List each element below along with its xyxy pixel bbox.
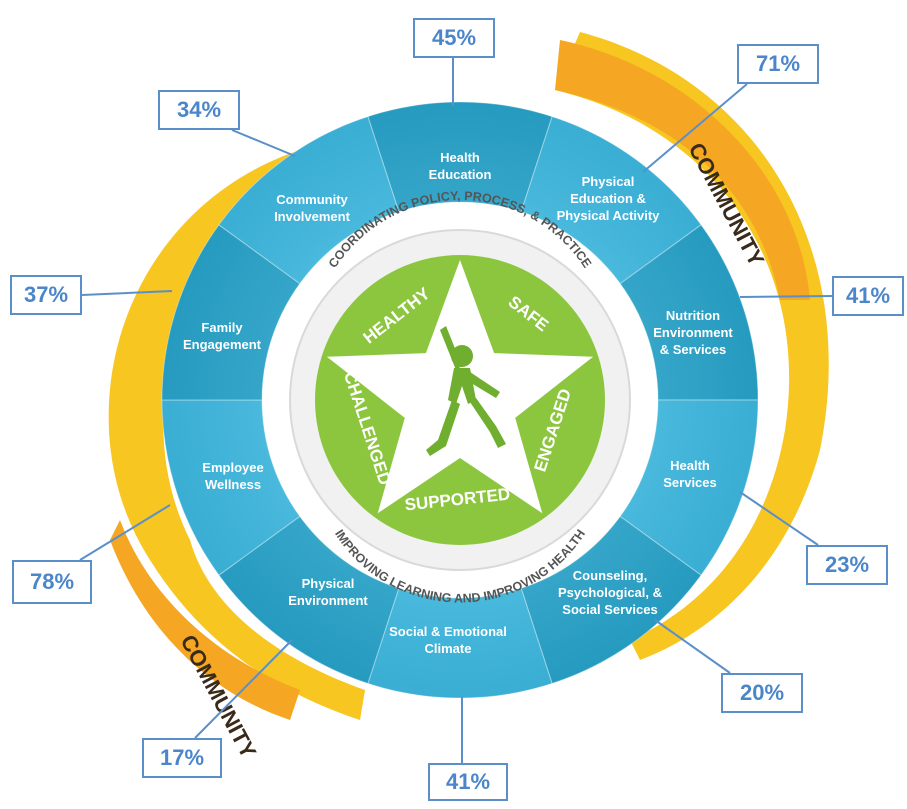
- percent-callout-community-involvement: 34%: [158, 90, 240, 130]
- percent-callout-family-engagement: 37%: [10, 275, 82, 315]
- percent-callout-physical-education: 71%: [737, 44, 819, 84]
- percent-callout-social-emotional: 41%: [428, 763, 508, 801]
- leader-line-physical-environment: [194, 639, 293, 739]
- callout-leader-lines: [79, 58, 833, 763]
- percent-callout-health-services: 23%: [806, 545, 888, 585]
- segment-dividers: [161, 101, 759, 699]
- percent-callout-physical-environment: 17%: [142, 738, 222, 778]
- leader-line-community-involvement: [231, 129, 296, 157]
- community-band-right-shade: [555, 40, 810, 300]
- leader-line-family-engagement: [81, 290, 173, 296]
- leader-line-nutrition: [739, 295, 833, 298]
- leader-line-employee-wellness: [79, 504, 171, 561]
- community-band-left: [108, 150, 366, 720]
- leader-line-health-services: [739, 491, 819, 546]
- segment-label-counseling: Counseling,Psychological, &Social Servic…: [558, 568, 662, 617]
- leader-line-counseling: [654, 619, 731, 674]
- percent-callout-health-education: 45%: [413, 18, 495, 58]
- percent-callout-nutrition: 41%: [832, 276, 904, 316]
- jumping-child-silhouette-icon: [426, 326, 506, 456]
- leader-line-physical-education: [642, 83, 748, 173]
- community-band-left-shade: [110, 520, 300, 720]
- percent-callout-counseling: 20%: [721, 673, 803, 713]
- percent-callout-employee-wellness: 78%: [12, 560, 92, 604]
